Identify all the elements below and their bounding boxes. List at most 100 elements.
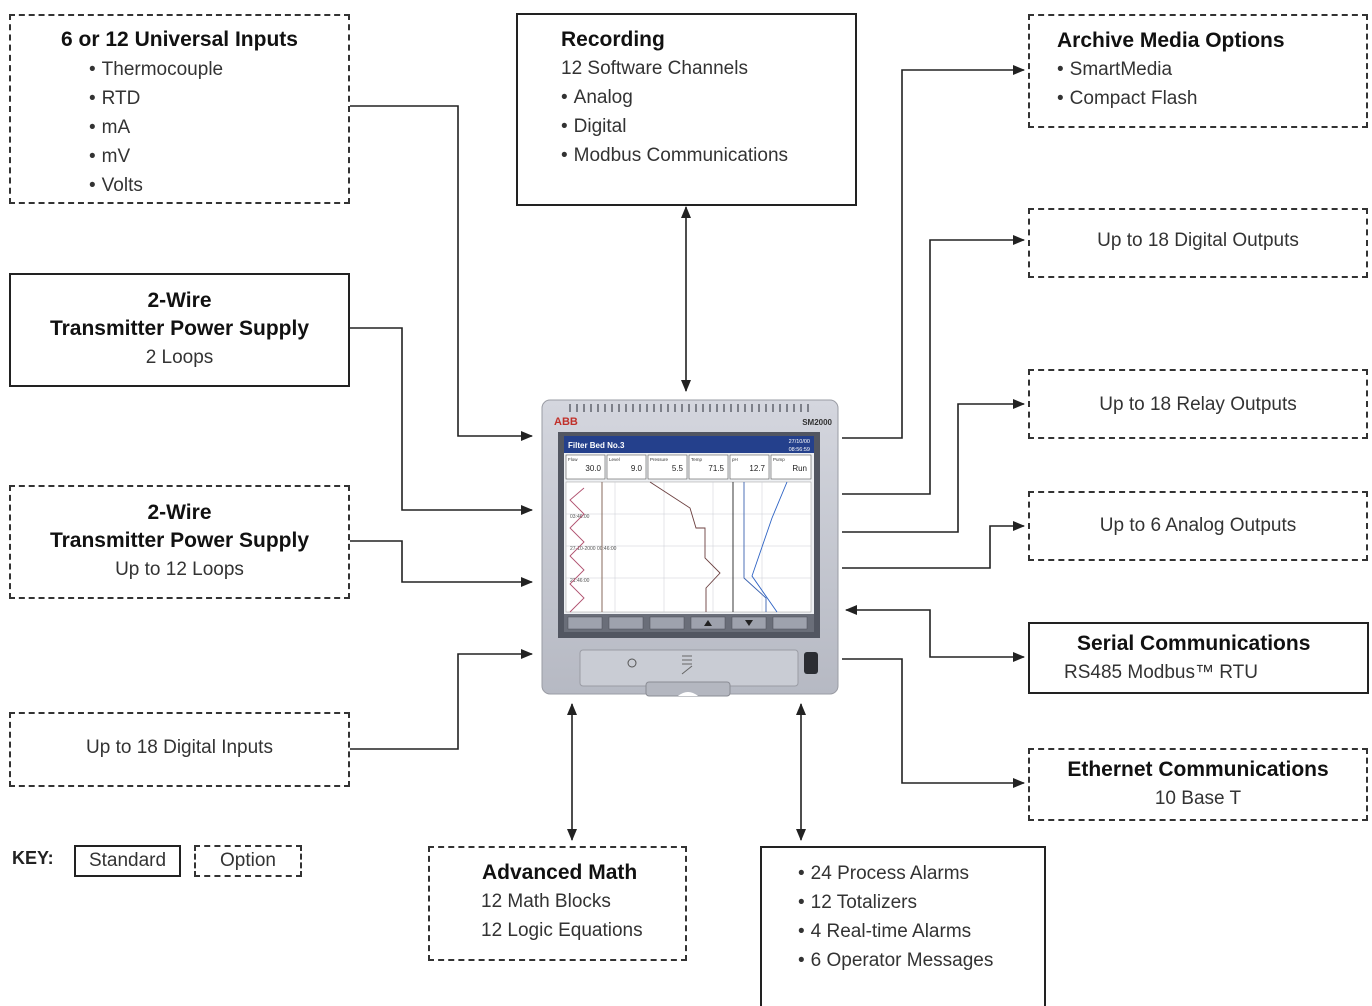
trend-chart xyxy=(565,481,812,613)
digital-inputs-label: Up to 18 Digital Inputs xyxy=(86,737,273,758)
list-item: 24 Process Alarms xyxy=(798,859,1044,888)
advanced-math-item: 12 Logic Equations xyxy=(481,920,643,941)
tx-power-standard-box: 2-Wire Transmitter Power Supply 2 Loops xyxy=(9,273,350,387)
value-tile xyxy=(770,454,812,480)
link-archive-media xyxy=(842,65,1025,439)
link-serial-comms xyxy=(845,605,1025,662)
door-indicator-icon xyxy=(627,658,637,668)
link-digital-outputs xyxy=(842,235,1025,495)
recording-title: Recording xyxy=(561,28,665,51)
recording-subtitle: 12 Software Channels xyxy=(561,58,748,79)
archive-media-title: Archive Media Options xyxy=(1057,29,1285,52)
brand-logo: ABB xyxy=(554,416,578,428)
serial-comms-title: Serial Communications xyxy=(1077,632,1311,655)
alarms-box: 24 Process Alarms 12 Totalizers 4 Real-t… xyxy=(760,846,1046,1006)
handle-notch xyxy=(678,692,698,696)
list-item: Compact Flash xyxy=(1057,84,1366,113)
archive-media-list: SmartMedia Compact Flash xyxy=(1057,55,1366,113)
value-tile xyxy=(647,454,688,480)
tile-value: 30.0 xyxy=(585,464,601,473)
advanced-math-item: 12 Math Blocks xyxy=(481,891,611,912)
tx-power-option-line3: Up to 12 Loops xyxy=(115,559,244,580)
relay-outputs-label: Up to 18 Relay Outputs xyxy=(1099,394,1297,415)
door-latch-icon xyxy=(681,655,693,675)
key-standard: Standard xyxy=(74,845,181,877)
tile-name: Flow xyxy=(568,457,578,462)
list-item: RTD xyxy=(89,84,348,113)
alarms-list: 24 Process Alarms 12 Totalizers 4 Real-t… xyxy=(798,859,1044,975)
screen-time: 08:56:59 xyxy=(789,447,810,453)
analog-outputs-box: Up to 6 Analog Outputs xyxy=(1028,491,1368,561)
link-digital-inputs xyxy=(350,649,533,750)
chart-time-label: 03:46:00 xyxy=(570,514,590,520)
list-item: Analog xyxy=(561,83,855,112)
relay-outputs-box: Up to 18 Relay Outputs xyxy=(1028,369,1368,439)
screen-date: 27/10/00 xyxy=(789,439,810,445)
tx-power-option-line1: 2-Wire xyxy=(147,501,212,524)
tile-name: Pump xyxy=(773,457,785,462)
tile-value: 5.5 xyxy=(672,464,684,473)
tile-name: Pressure xyxy=(650,457,669,462)
screen-title-bar xyxy=(564,436,814,453)
link-tx-power-standard xyxy=(350,327,533,515)
universal-inputs-list: Thermocouple RTD mA mV Volts xyxy=(89,55,348,200)
value-tile xyxy=(688,454,729,480)
list-item: Volts xyxy=(89,171,348,200)
recording-list: Analog Digital Modbus Communications xyxy=(561,83,855,170)
ethernet-comms-title: Ethernet Communications xyxy=(1067,758,1329,781)
tx-power-option-line2: Transmitter Power Supply xyxy=(49,529,310,552)
trend-lines xyxy=(569,481,788,613)
screen-title: Filter Bed No.3 xyxy=(568,441,625,450)
list-item: mV xyxy=(89,142,348,171)
link-analog-outputs xyxy=(842,521,1025,569)
tx-power-standard-line3: 2 Loops xyxy=(145,347,214,368)
tile-value: 12.7 xyxy=(749,464,765,473)
serial-comms-box: Serial Communications RS485 Modbus™ RTU xyxy=(1028,622,1369,694)
list-item: SmartMedia xyxy=(1057,55,1366,84)
link-universal-inputs xyxy=(350,105,533,441)
ethernet-comms-box: Ethernet Communications 10 Base T xyxy=(1028,748,1368,821)
tx-power-standard-line1: 2-Wire xyxy=(147,289,212,312)
recorder-illustration: ABB SM2000 Filter Bed No.3 27/10/00 08:5… xyxy=(541,399,839,697)
tx-power-option-box: 2-Wire Transmitter Power Supply Up to 12… xyxy=(9,485,350,599)
universal-inputs-title: 6 or 12 Universal Inputs xyxy=(61,28,298,51)
digital-outputs-box: Up to 18 Digital Outputs xyxy=(1028,208,1368,278)
analog-outputs-label: Up to 6 Analog Outputs xyxy=(1099,515,1297,536)
archive-media-box: Archive Media Options SmartMedia Compact… xyxy=(1028,14,1368,128)
recording-box: Recording 12 Software Channels Analog Di… xyxy=(516,13,857,206)
chart-gridlines xyxy=(566,482,811,612)
tile-name: Temp xyxy=(691,457,703,462)
up-arrow-icon xyxy=(704,620,712,626)
tile-value: 9.0 xyxy=(631,464,643,473)
vent-grille xyxy=(569,404,809,412)
value-tile xyxy=(729,454,770,480)
serial-comms-subtitle: RS485 Modbus™ RTU xyxy=(1064,662,1258,683)
list-item: 12 Totalizers xyxy=(798,888,1044,917)
value-tile xyxy=(565,454,606,480)
tile-value: Run xyxy=(792,464,807,473)
advanced-math-title: Advanced Math xyxy=(482,861,638,884)
list-item: mA xyxy=(89,113,348,142)
key-label: KEY: xyxy=(12,848,54,868)
key-option-label: Option xyxy=(220,850,276,871)
ethernet-comms-subtitle: 10 Base T xyxy=(1154,788,1242,809)
list-item: 4 Real-time Alarms xyxy=(798,917,1044,946)
digital-inputs-box: Up to 18 Digital Inputs xyxy=(9,712,350,787)
down-arrow-icon xyxy=(745,620,753,626)
list-item: 6 Operator Messages xyxy=(798,946,1044,975)
value-tiles: Flow 30.0 Level 9.0 Pressure 5.5 Temp 71… xyxy=(565,454,812,480)
link-ethernet-comms xyxy=(842,658,1025,788)
list-item: Thermocouple xyxy=(89,55,348,84)
list-item: Modbus Communications xyxy=(561,141,855,170)
advanced-math-box: Advanced Math 12 Math Blocks 12 Logic Eq… xyxy=(428,846,687,961)
sm2000-recorder: ABB SM2000 Filter Bed No.3 27/10/00 08:5… xyxy=(540,398,840,698)
model-label: SM2000 xyxy=(802,418,832,427)
tile-name: Level xyxy=(609,457,620,462)
chart-time-label: 21:46:00 xyxy=(570,578,590,584)
media-slot xyxy=(804,652,818,674)
key-standard-label: Standard xyxy=(88,850,167,871)
chart-time-label: 27-10-2000 00:46:00 xyxy=(570,546,617,552)
universal-inputs-box: 6 or 12 Universal Inputs Thermocouple RT… xyxy=(9,14,350,204)
link-tx-power-option xyxy=(350,540,533,587)
